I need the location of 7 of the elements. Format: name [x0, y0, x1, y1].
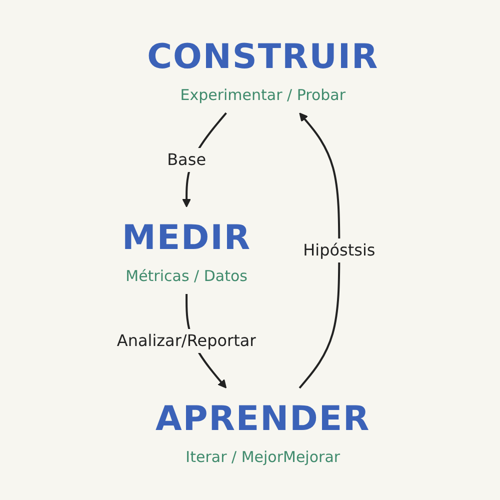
edge-label: Analizar/Reportar	[116, 330, 256, 350]
arrow	[298, 112, 340, 388]
node-text: CONSTRUIR Experimentar / Probar	[146, 36, 378, 104]
node-text: APRENDER Iterar / MejorMejorar	[155, 398, 370, 466]
edge-label: Hipóstsis	[302, 240, 375, 259]
node-text: MEDIR Métricas / Datos	[122, 217, 251, 284]
edge-label: Base	[166, 149, 206, 168]
